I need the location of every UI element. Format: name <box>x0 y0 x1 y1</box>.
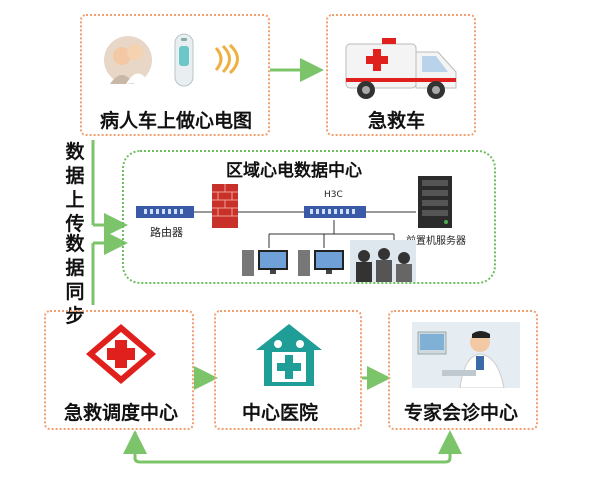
arrow-bottom-loop <box>133 430 462 464</box>
switch-brand-label: H3C <box>324 190 343 200</box>
dispatch-label: 急救调度中心 <box>64 402 179 424</box>
patient-ecg-label: 病人车上做心电图 <box>100 110 253 132</box>
front-server-label: 前置机服务器 <box>406 236 466 247</box>
ambulance-label: 急救车 <box>368 110 426 132</box>
data-center-label: 区域心电数据中心 <box>226 161 362 181</box>
ecg-device-icon <box>174 33 194 87</box>
workstation-icon <box>298 250 344 276</box>
expert-box: 专家会诊中心 <box>388 310 538 430</box>
patient-ecg-box: 病人车上做心电图 <box>80 14 270 136</box>
patients-photo-icon <box>104 36 152 84</box>
hospital-icon <box>256 324 322 386</box>
sync-label: 数据同步 <box>65 233 85 327</box>
ambulance-box: 急救车 <box>326 14 476 136</box>
expert-doctor-photo-icon <box>412 322 520 388</box>
data-center-group: 区域心电数据中心 路由器 H3C 前置机服务器 <box>122 150 496 284</box>
switch-icon <box>304 206 366 218</box>
expert-label: 专家会诊中心 <box>404 402 519 424</box>
firewall-icon <box>212 184 238 228</box>
router-label: 路由器 <box>150 226 183 239</box>
dispatch-box: 急救调度中心 <box>44 310 194 430</box>
staff-photo-icon <box>350 240 416 282</box>
hospital-box: 中心医院 <box>214 310 362 430</box>
red-cross-icon <box>86 324 156 384</box>
network-links <box>194 211 416 248</box>
server-icon <box>418 176 452 228</box>
workstation-icon <box>242 250 288 276</box>
ambulance-icon <box>345 38 457 99</box>
router-icon <box>136 206 194 218</box>
wireless-signal-icon <box>214 44 239 74</box>
hospital-label: 中心医院 <box>242 402 319 424</box>
upload-label: 数据上传 <box>65 141 85 235</box>
